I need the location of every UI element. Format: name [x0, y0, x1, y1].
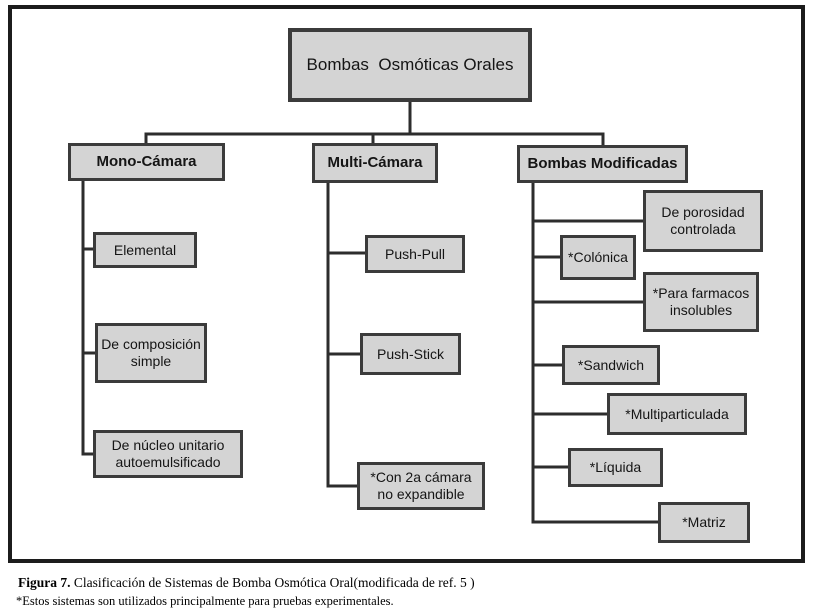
node-multi-camara: Multi-Cámara [312, 143, 438, 183]
node-push-stick: Push-Stick [360, 333, 461, 375]
node-elemental: Elemental [93, 232, 197, 268]
node-farmacos-insolubles: *Para farmacos insolubles [643, 272, 759, 332]
figure-caption-label: Figura 7. [18, 575, 71, 590]
figure-footnote: *Estos sistemas son utilizados principal… [16, 594, 394, 608]
node-mono-camara: Mono-Cámara [68, 143, 225, 181]
node-con-2a-camara: *Con 2a cámara no expandible [357, 462, 485, 510]
node-bombas-osmoticas-orales: Bombas Osmóticas Orales [288, 28, 532, 102]
node-multiparticulada: *Multiparticulada [607, 393, 747, 435]
node-push-pull: Push-Pull [365, 235, 465, 273]
node-composicion-simple: De composición simple [95, 323, 207, 383]
node-matriz: *Matriz [658, 502, 750, 543]
node-sandwich: *Sandwich [562, 345, 660, 385]
node-porosidad-controlada: De porosidad controlada [643, 190, 763, 252]
node-colonica: *Colónica [560, 235, 636, 280]
node-bombas-modificadas: Bombas Modificadas [517, 145, 688, 183]
node-liquida: *Líquida [568, 448, 663, 487]
figure-caption: Figura 7. Clasificación de Sistemas de B… [18, 575, 475, 591]
node-nucleo-autoemulsificado: De núcleo unitario autoemulsificado [93, 430, 243, 478]
figure-caption-text: Clasificación de Sistemas de Bomba Osmót… [70, 575, 475, 590]
